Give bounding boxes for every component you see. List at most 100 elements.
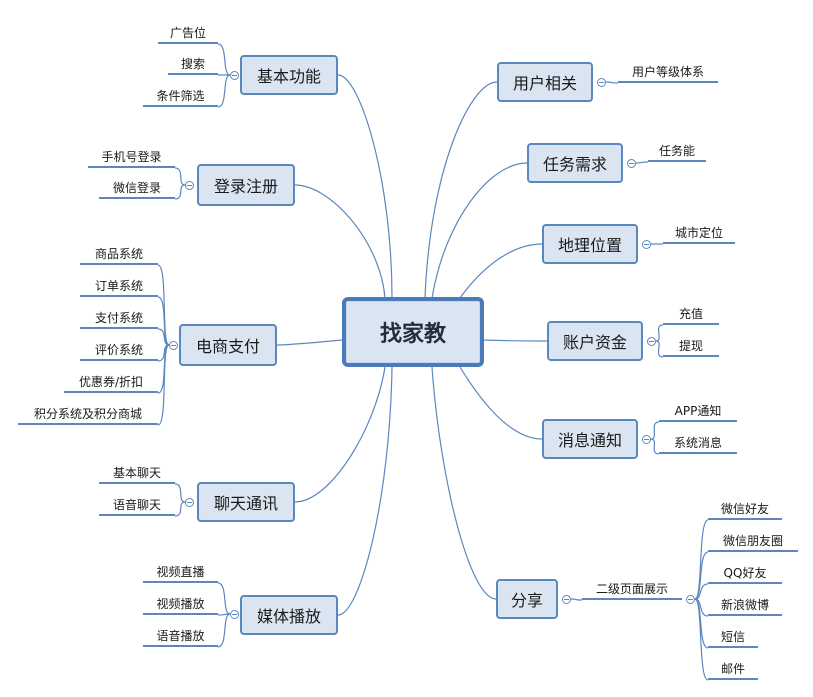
leaf-item[interactable]: 城市定位 bbox=[663, 222, 735, 244]
node-message-notification[interactable]: 消息通知 bbox=[542, 419, 638, 459]
leaf-item[interactable]: 视频播放 bbox=[143, 593, 218, 615]
collapse-toggle-icon[interactable] bbox=[642, 435, 651, 444]
branch-connector bbox=[337, 366, 393, 616]
node-chat-communication[interactable]: 聊天通讯 bbox=[197, 482, 295, 522]
leaf-connector bbox=[650, 421, 660, 440]
collapse-toggle-icon[interactable] bbox=[562, 595, 571, 604]
leaf-item[interactable]: 优惠券/折扣 bbox=[64, 371, 158, 393]
node-label: 媒体播放 bbox=[256, 607, 321, 626]
collapse-toggle-icon[interactable] bbox=[642, 240, 651, 249]
branch-connector bbox=[431, 162, 528, 299]
node-account-funds[interactable]: 账户资金 bbox=[547, 321, 643, 361]
node-label: 基本功能 bbox=[256, 67, 321, 86]
leaf-connector bbox=[694, 598, 709, 681]
leaf-item[interactable]: 短信 bbox=[708, 626, 758, 648]
branch-connector bbox=[294, 184, 386, 299]
branch-connector bbox=[424, 81, 498, 299]
node-label: 电商支付 bbox=[195, 337, 260, 356]
leaf-connector bbox=[694, 551, 709, 600]
leaf-item[interactable]: 语音播放 bbox=[143, 625, 218, 647]
leaf-connector bbox=[650, 438, 660, 455]
leaf-item[interactable]: 手机号登录 bbox=[88, 146, 175, 168]
node-label: 账户资金 bbox=[562, 333, 627, 352]
leaf-connector bbox=[694, 598, 709, 649]
collapse-toggle-icon[interactable] bbox=[169, 341, 178, 350]
leaf-connector bbox=[217, 43, 231, 76]
node-label: 地理位置 bbox=[557, 236, 622, 255]
branch-connector bbox=[459, 243, 543, 299]
leaf-connector bbox=[694, 583, 709, 600]
leaf-connector bbox=[157, 344, 170, 394]
leaf-connector bbox=[174, 184, 186, 200]
leaf-item[interactable]: 充值 bbox=[663, 303, 719, 325]
leaf-connector bbox=[605, 81, 619, 84]
leaf-item[interactable]: 邮件 bbox=[708, 658, 758, 680]
collapse-toggle-icon[interactable] bbox=[686, 595, 695, 604]
node-share[interactable]: 分享 bbox=[496, 579, 558, 619]
collapse-toggle-icon[interactable] bbox=[597, 78, 606, 87]
leaf-item[interactable]: 商品系统 bbox=[80, 243, 158, 265]
sub-topic-second-level-page[interactable]: 二级页面展示 bbox=[582, 578, 682, 600]
leaf-item[interactable]: 视频直播 bbox=[143, 561, 218, 583]
branch-connector bbox=[294, 366, 386, 503]
node-basic-functions[interactable]: 基本功能 bbox=[240, 55, 338, 95]
leaf-connector bbox=[174, 501, 186, 517]
branch-connector bbox=[276, 339, 343, 346]
leaf-connector bbox=[217, 582, 231, 615]
node-user-related[interactable]: 用户相关 bbox=[497, 62, 593, 102]
leaf-item[interactable]: APP通知 bbox=[659, 400, 737, 422]
leaf-item[interactable]: 微信朋友圈 bbox=[708, 530, 798, 552]
root-node[interactable]: 找家教 bbox=[342, 297, 484, 367]
collapse-toggle-icon[interactable] bbox=[185, 498, 194, 507]
leaf-item[interactable]: 基本聊天 bbox=[99, 462, 175, 484]
leaf-item[interactable]: 微信好友 bbox=[708, 498, 782, 520]
leaf-connector bbox=[174, 483, 186, 503]
node-label: 消息通知 bbox=[557, 431, 622, 450]
leaf-connector bbox=[157, 344, 170, 426]
node-label: 任务需求 bbox=[542, 155, 607, 174]
leaf-connector bbox=[157, 328, 170, 346]
leaf-connector bbox=[694, 519, 709, 600]
leaf-item[interactable]: 系统消息 bbox=[659, 432, 737, 454]
node-geo-location[interactable]: 地理位置 bbox=[542, 224, 638, 264]
collapse-toggle-icon[interactable] bbox=[230, 71, 239, 80]
branch-connector bbox=[483, 339, 548, 342]
leaf-item[interactable]: 微信登录 bbox=[99, 177, 175, 199]
leaf-item[interactable]: 积分系统及积分商城 bbox=[18, 403, 158, 425]
leaf-item[interactable]: 语音聊天 bbox=[99, 494, 175, 516]
node-ecommerce-payment[interactable]: 电商支付 bbox=[179, 324, 277, 366]
node-label: 用户相关 bbox=[512, 74, 577, 93]
collapse-toggle-icon[interactable] bbox=[647, 337, 656, 346]
leaf-item[interactable]: 任务能 bbox=[648, 140, 706, 162]
leaf-connector bbox=[174, 167, 186, 186]
leaf-connector bbox=[655, 324, 664, 342]
collapse-toggle-icon[interactable] bbox=[230, 610, 239, 619]
leaf-connector bbox=[655, 340, 664, 358]
node-label: 登录注册 bbox=[213, 177, 278, 196]
leaf-item[interactable]: 条件筛选 bbox=[143, 85, 218, 107]
leaf-connector bbox=[157, 296, 170, 346]
leaf-connector bbox=[635, 161, 649, 164]
collapse-toggle-icon[interactable] bbox=[627, 159, 636, 168]
root-label: 找家教 bbox=[379, 322, 446, 347]
leaf-item[interactable]: 评价系统 bbox=[80, 339, 158, 361]
leaf-item[interactable]: 广告位 bbox=[158, 22, 218, 44]
leaf-item[interactable]: 用户等级体系 bbox=[618, 61, 718, 83]
leaf-item[interactable]: 支付系统 bbox=[80, 307, 158, 329]
leaf-connector bbox=[217, 74, 231, 108]
node-label: 分享 bbox=[510, 591, 543, 610]
leaf-item[interactable]: QQ好友 bbox=[708, 562, 782, 584]
node-login-register[interactable]: 登录注册 bbox=[197, 164, 295, 206]
leaf-item[interactable]: 提现 bbox=[663, 335, 719, 357]
node-media-playback[interactable]: 媒体播放 bbox=[240, 595, 338, 635]
leaf-connector bbox=[217, 613, 231, 648]
branch-connector bbox=[431, 366, 497, 600]
leaf-item[interactable]: 搜索 bbox=[168, 53, 218, 75]
node-task-demand[interactable]: 任务需求 bbox=[527, 143, 623, 183]
collapse-toggle-icon[interactable] bbox=[185, 181, 194, 190]
branch-connector bbox=[337, 74, 393, 299]
leaf-item[interactable]: 订单系统 bbox=[80, 275, 158, 297]
leaf-item[interactable]: 新浪微博 bbox=[708, 594, 782, 616]
